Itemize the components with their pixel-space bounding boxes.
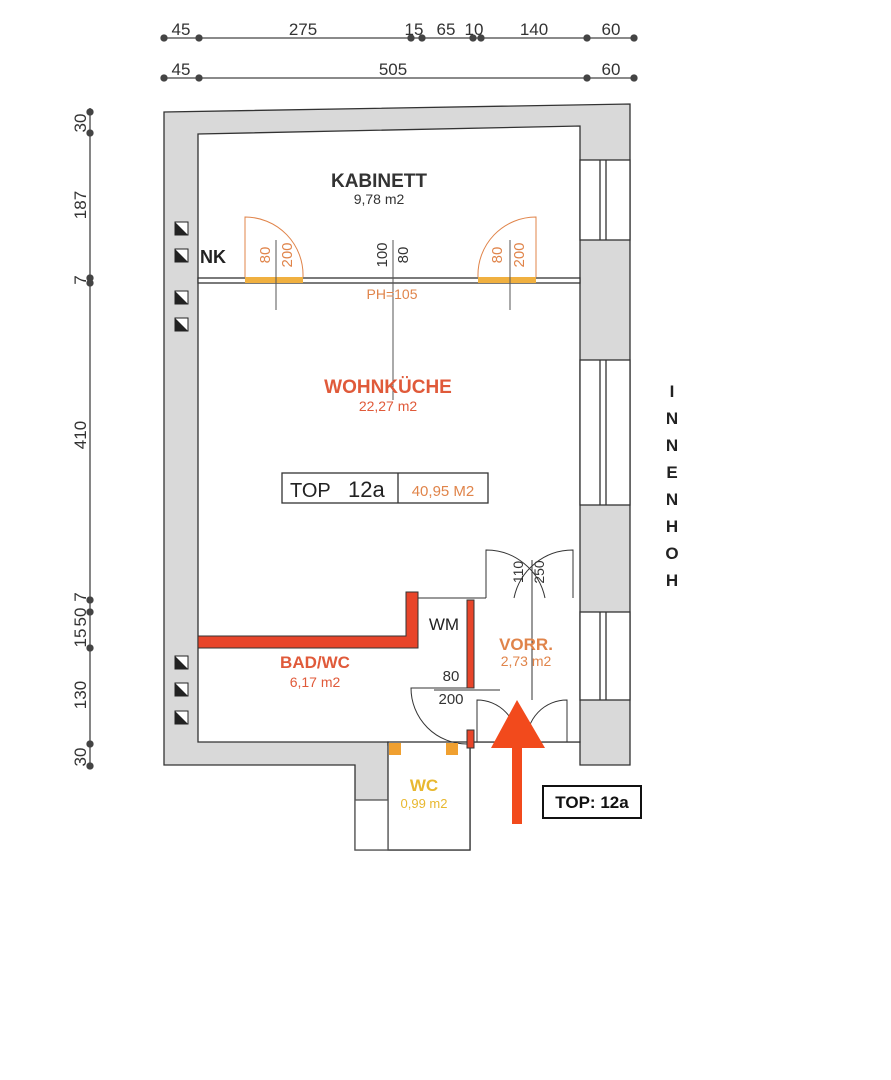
room-name-bad-wc: BAD/WC [280,653,350,672]
dim-label: 30 [71,114,90,133]
left-dimension-column [86,108,94,770]
dim-label: 15 [405,20,424,39]
window-width: 100 [374,242,391,267]
room-name-wc: WC [410,776,438,795]
door-height: 200 [279,242,296,267]
courtyard-label: I N N E N H O H [665,382,678,590]
top-dimension-row-1 [160,34,638,42]
courtyard-letter: N [666,409,678,428]
entrance-label: TOP: 12a [555,793,629,812]
vorr-door-width: 110 [510,561,526,584]
courtyard-letter: N [666,436,678,455]
dim-label: 10 [465,20,484,39]
entrance-label-box [542,785,642,819]
dim-label: 50 [71,608,90,627]
door-width: 80 [257,247,274,264]
vorr-door-height: 250 [531,560,547,584]
dim-label: 65 [437,20,456,39]
dim-label: 30 [71,748,90,767]
dim-label: 60 [602,60,621,79]
top-dimension-row-2 [160,74,638,82]
courtyard-letter: I [670,382,675,401]
wc-marker [389,743,401,755]
room-area-bad-wc: 6,17 m2 [290,674,341,690]
courtyard-letter: O [665,544,678,563]
courtyard-letter: H [666,571,678,590]
dim-label: 505 [379,60,407,79]
unit-total-area: 40,95 M2 [412,483,475,500]
dim-label: 45 [172,20,191,39]
left-dim-labels: 30 187 7 410 15 50 7 130 30 [71,114,90,767]
dim-label: 187 [71,191,90,219]
unit-label: TOP [290,480,331,502]
vent-icons [174,221,189,725]
entrance-arrow-icon [491,700,545,824]
courtyard-letter: E [666,463,677,482]
room-name-wohnkueche: WOHNKÜCHE [324,377,452,398]
unit-box [281,472,489,504]
dim-label: 140 [520,20,548,39]
dim-label: 60 [602,20,621,39]
courtyard-letter: N [666,490,678,509]
dim-label: 45 [172,60,191,79]
door-height: 200 [511,242,528,267]
dim-label: 130 [71,681,90,709]
room-area-vorr: 2,73 m2 [501,653,552,669]
bathroom-walls [197,591,486,749]
dim-label: 275 [289,20,317,39]
room-name-kabinett: KABINETT [331,171,427,192]
parapet-height: PH=105 [367,286,418,302]
dim-label: 410 [71,421,90,449]
kabinett-doors [244,216,537,400]
nk-label: NK [200,247,226,267]
dim-label: 7 [71,275,90,284]
bath-door-height: 200 [438,691,463,708]
unit-number: 12a [348,477,385,502]
room-area-wohnkueche: 22,27 m2 [359,398,418,414]
courtyard-letter: H [666,517,678,536]
dim-label: 15 [71,629,90,648]
window-height: 80 [395,247,412,264]
room-name-vorr: VORR. [499,635,553,654]
wc-marker [446,743,458,755]
room-area-kabinett: 9,78 m2 [354,191,405,207]
bath-door-width: 80 [443,668,460,685]
dim-label: 7 [71,592,90,601]
door-width: 80 [489,247,506,264]
room-area-wc: 0,99 m2 [401,796,448,811]
wm-label: WM [429,615,459,634]
